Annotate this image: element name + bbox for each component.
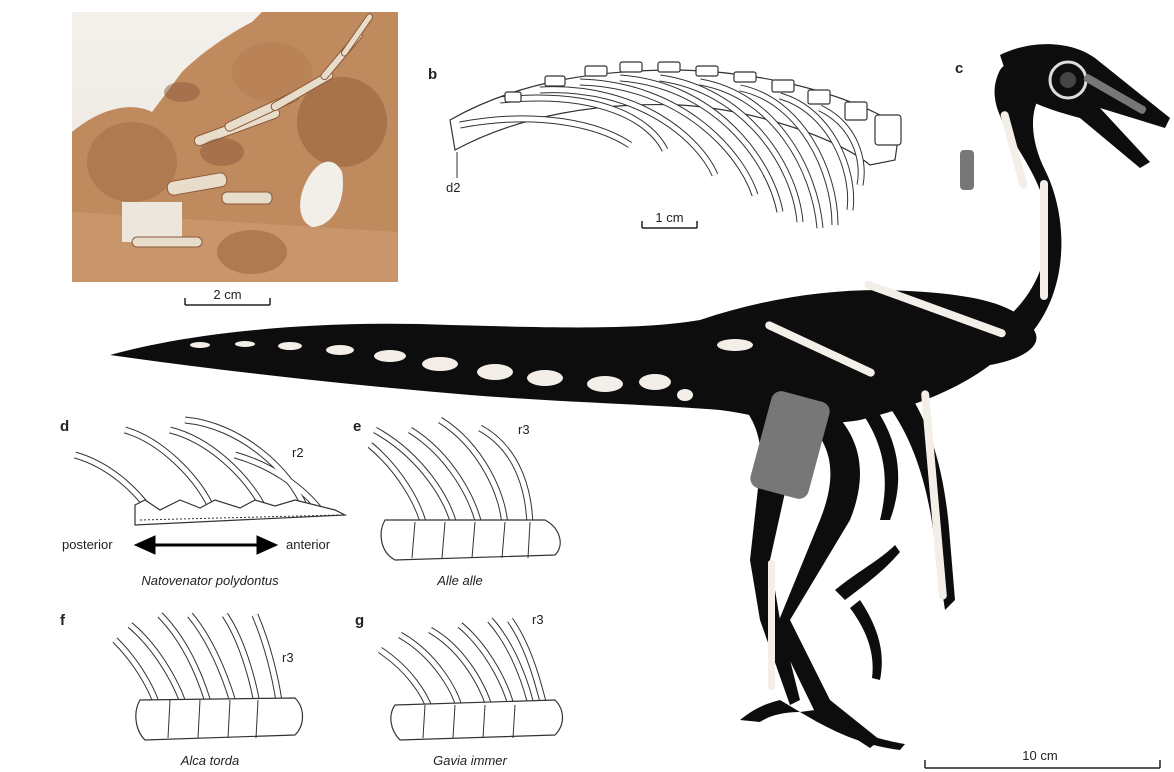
panel-e-ribs: [370, 420, 560, 560]
anterior-label: anterior: [286, 537, 330, 552]
panel-letter-g: g: [355, 612, 364, 629]
panel-letter-c: c: [955, 60, 963, 77]
rib-label-g-r3: r3: [532, 612, 544, 627]
posterior-label: posterior: [62, 537, 113, 552]
rib-label-f-r3: r3: [282, 650, 294, 665]
rib-label-e-r3: r3: [518, 422, 530, 437]
scale-label-c: 10 cm: [1000, 748, 1080, 763]
panel-letter-d: d: [60, 418, 69, 435]
caption-g: Gavia immer: [405, 753, 535, 768]
panel-d-ribs: [75, 420, 345, 525]
panel-g-ribs: [380, 620, 563, 740]
panel-letter-e: e: [353, 418, 361, 435]
panel-f-ribs: [115, 615, 303, 740]
direction-arrow: [135, 536, 277, 554]
panel-letter-b: b: [428, 66, 437, 83]
rib-label-d2: d2: [446, 180, 460, 195]
caption-f: Alca torda: [150, 753, 270, 768]
scale-label-a: 2 cm: [185, 287, 270, 302]
panel-b-ribs: [450, 62, 901, 228]
caption-d: Natovenator polydontus: [110, 573, 310, 588]
rib-label-r2: r2: [292, 445, 304, 460]
scale-label-b: 1 cm: [642, 210, 697, 225]
caption-e: Alle alle: [400, 573, 520, 588]
panel-letter-f: f: [60, 612, 65, 629]
